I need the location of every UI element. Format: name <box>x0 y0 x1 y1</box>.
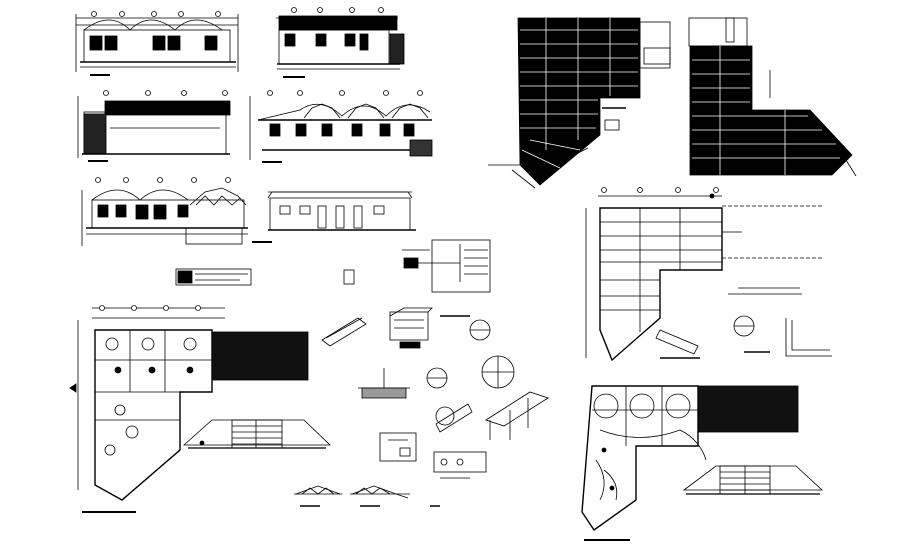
rebar-beam-detail <box>321 317 367 347</box>
roof-truss-frame-detail <box>485 391 549 440</box>
legend-table <box>175 268 252 286</box>
roof-plan-1 <box>488 17 671 189</box>
electrical-detail <box>343 239 491 293</box>
footing-detail <box>389 307 433 349</box>
column-base-detail <box>358 368 410 399</box>
construction-details <box>321 307 549 479</box>
roof-plan-2 <box>688 17 857 199</box>
roof-truss-details <box>294 485 440 507</box>
section-2 <box>249 90 433 163</box>
floor-plan <box>69 305 331 513</box>
elevation-2 <box>276 7 405 78</box>
foundation-plan <box>585 187 832 362</box>
elevation-1 <box>75 11 239 76</box>
electrical-plan <box>581 385 824 541</box>
section-1 <box>77 90 231 162</box>
section-elevation-long <box>81 177 416 246</box>
